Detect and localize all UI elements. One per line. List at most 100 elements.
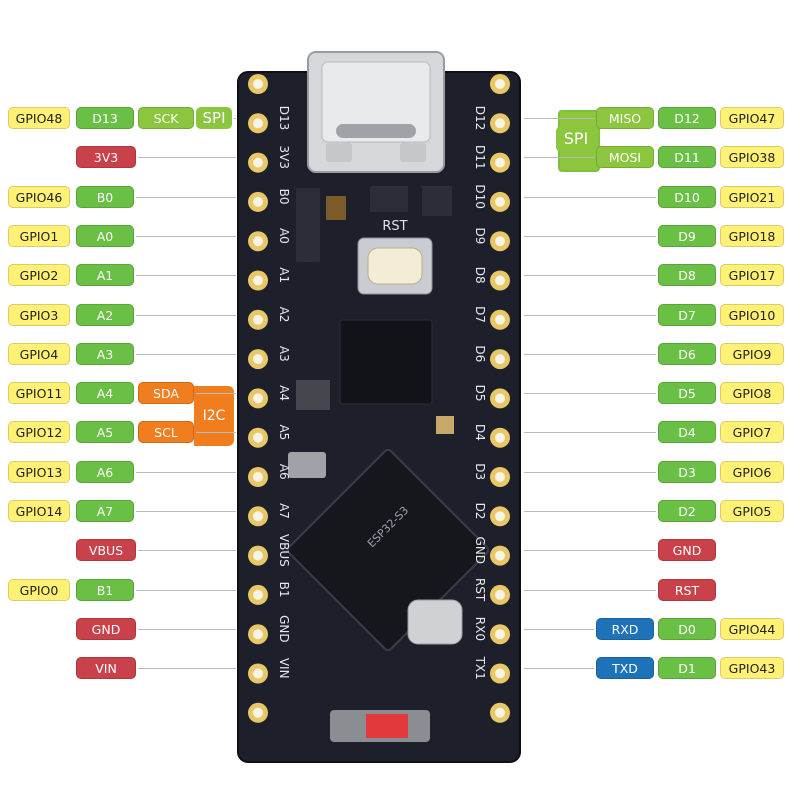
header-pad-hole (253, 511, 263, 522)
silk-right-d2: D2 (473, 503, 487, 520)
left-pin-label-a1: A1 (76, 264, 134, 287)
right-connector-line (524, 589, 656, 591)
left-connector-line (136, 589, 236, 591)
i2c-group-label: I2C (194, 386, 234, 446)
crystal (407, 599, 463, 645)
left-connector-line (136, 314, 236, 316)
left-connector-line (136, 471, 236, 473)
silk-right-rx0: RX0 (473, 617, 487, 641)
left-pin-label-3v3: 3V3 (76, 146, 136, 169)
header-pad-hole (495, 629, 505, 640)
left-pin-label-gpio46: GPIO46 (8, 185, 70, 208)
silk-left-a2: A2 (277, 307, 291, 323)
left-pin-label-gpio11: GPIO11 (8, 382, 70, 405)
right-pin-label-rst: RST (658, 578, 716, 601)
header-pad-hole (495, 472, 505, 482)
header-pad-hole (253, 275, 263, 286)
left-connector-line (136, 511, 236, 512)
right-connector-line (524, 471, 656, 473)
left-pin-label-sck: SCK (138, 107, 194, 129)
right-pin-label-gpio21: GPIO21 (720, 185, 784, 208)
right-connector-line (524, 393, 656, 395)
header-pad-hole (495, 314, 505, 325)
header-pad-hole (253, 79, 263, 89)
silk-right-d10: D10 (473, 184, 487, 209)
left-pin-label-spi: SPI (196, 107, 232, 129)
silk-right-tx1: TX1 (473, 656, 487, 680)
right-pin-label-gpio47: GPIO47 (720, 107, 784, 129)
right-pin-label-d2: D2 (658, 500, 716, 522)
left-pin-label-a5: A5 (76, 421, 134, 444)
flash-chip (339, 319, 433, 405)
silk-left-3v3: 3V3 (277, 146, 291, 169)
left-connector-line (196, 393, 236, 395)
right-pin-label-d7: D7 (658, 303, 716, 326)
right-pin-label-d9: D9 (658, 224, 716, 247)
right-pin-label-gpio38: GPIO38 (720, 146, 784, 169)
left-pin-label-vbus: VBUS (76, 539, 136, 562)
silk-right-d5: D5 (473, 385, 487, 402)
right-connector-line (524, 275, 656, 277)
silk-left-a1: A1 (277, 267, 291, 283)
left-pin-label-gpio14: GPIO14 (8, 500, 70, 522)
silk-left-b0: B0 (277, 189, 291, 205)
right-pin-label-d10: D10 (658, 185, 716, 208)
right-pin-label-gpio6: GPIO6 (720, 460, 784, 483)
left-pin-label-gpio13: GPIO13 (8, 460, 70, 483)
right-pin-label-gpio44: GPIO44 (720, 617, 784, 640)
left-pin-label-a3: A3 (76, 342, 134, 365)
silk-left-a4: A4 (277, 385, 291, 401)
header-pad-hole (495, 118, 505, 129)
right-pin-label-d3: D3 (658, 460, 716, 483)
header-pad-hole (253, 472, 263, 482)
left-pin-label-d13: D13 (76, 107, 134, 129)
header-pad-hole (253, 432, 263, 443)
left-pin-label-gpio48: GPIO48 (8, 107, 70, 129)
left-pin-label-a6: A6 (76, 460, 134, 483)
silk-right-gnd: GND (473, 537, 487, 565)
left-connector-line (196, 432, 236, 434)
right-pin-label-gpio43: GPIO43 (720, 657, 784, 680)
right-pin-label-d11: D11 (658, 146, 716, 169)
silk-left-d13: D13 (277, 106, 291, 131)
right-connector-line (524, 550, 656, 552)
right-pin-label-d12: D12 (658, 107, 716, 129)
left-connector-line (138, 668, 236, 670)
header-pad-hole (495, 79, 505, 89)
header-pad-hole (495, 432, 505, 443)
button-label: RST (382, 219, 407, 234)
left-pin-label-b0: B0 (76, 185, 134, 208)
right-pin-label-rxd: RXD (596, 617, 654, 640)
header-pad-hole (253, 354, 263, 365)
left-pin-label-vin: VIN (76, 657, 136, 680)
right-pin-label-mosi: MOSI (596, 146, 654, 169)
spi-group-label: SPI (556, 126, 596, 152)
left-pin-label-gpio3: GPIO3 (8, 303, 70, 326)
left-pin-label-gpio2: GPIO2 (8, 264, 70, 287)
left-pin-label-a7: A7 (76, 500, 134, 522)
header-pad-hole (495, 393, 505, 404)
left-pin-label-gpio12: GPIO12 (8, 421, 70, 444)
header-pad-hole (495, 550, 505, 561)
right-pin-label-gpio18: GPIO18 (720, 224, 784, 247)
right-connector-line (524, 628, 594, 630)
left-pin-label-gpio1: GPIO1 (8, 224, 70, 247)
silk-left-a3: A3 (277, 346, 291, 362)
left-connector-line (138, 628, 236, 630)
silk-left-vbus: VBUS (277, 534, 291, 567)
left-pin-label-sda: SDA (138, 382, 194, 405)
left-pin-label-a4: A4 (76, 382, 134, 405)
silk-left-a6: A6 (277, 464, 291, 480)
right-pin-label-gpio9: GPIO9 (720, 342, 784, 365)
left-connector-line (138, 550, 236, 552)
silk-right-rst: RST (473, 578, 487, 602)
left-pin-label-gpio4: GPIO4 (8, 342, 70, 365)
right-pin-label-d0: D0 (658, 617, 716, 640)
right-pin-label-d8: D8 (658, 264, 716, 287)
silk-right-d7: D7 (473, 306, 487, 323)
left-connector-line (234, 118, 236, 119)
silk-left-a5: A5 (277, 424, 291, 440)
header-pad-hole (495, 236, 505, 247)
right-pin-label-gpio5: GPIO5 (720, 500, 784, 522)
